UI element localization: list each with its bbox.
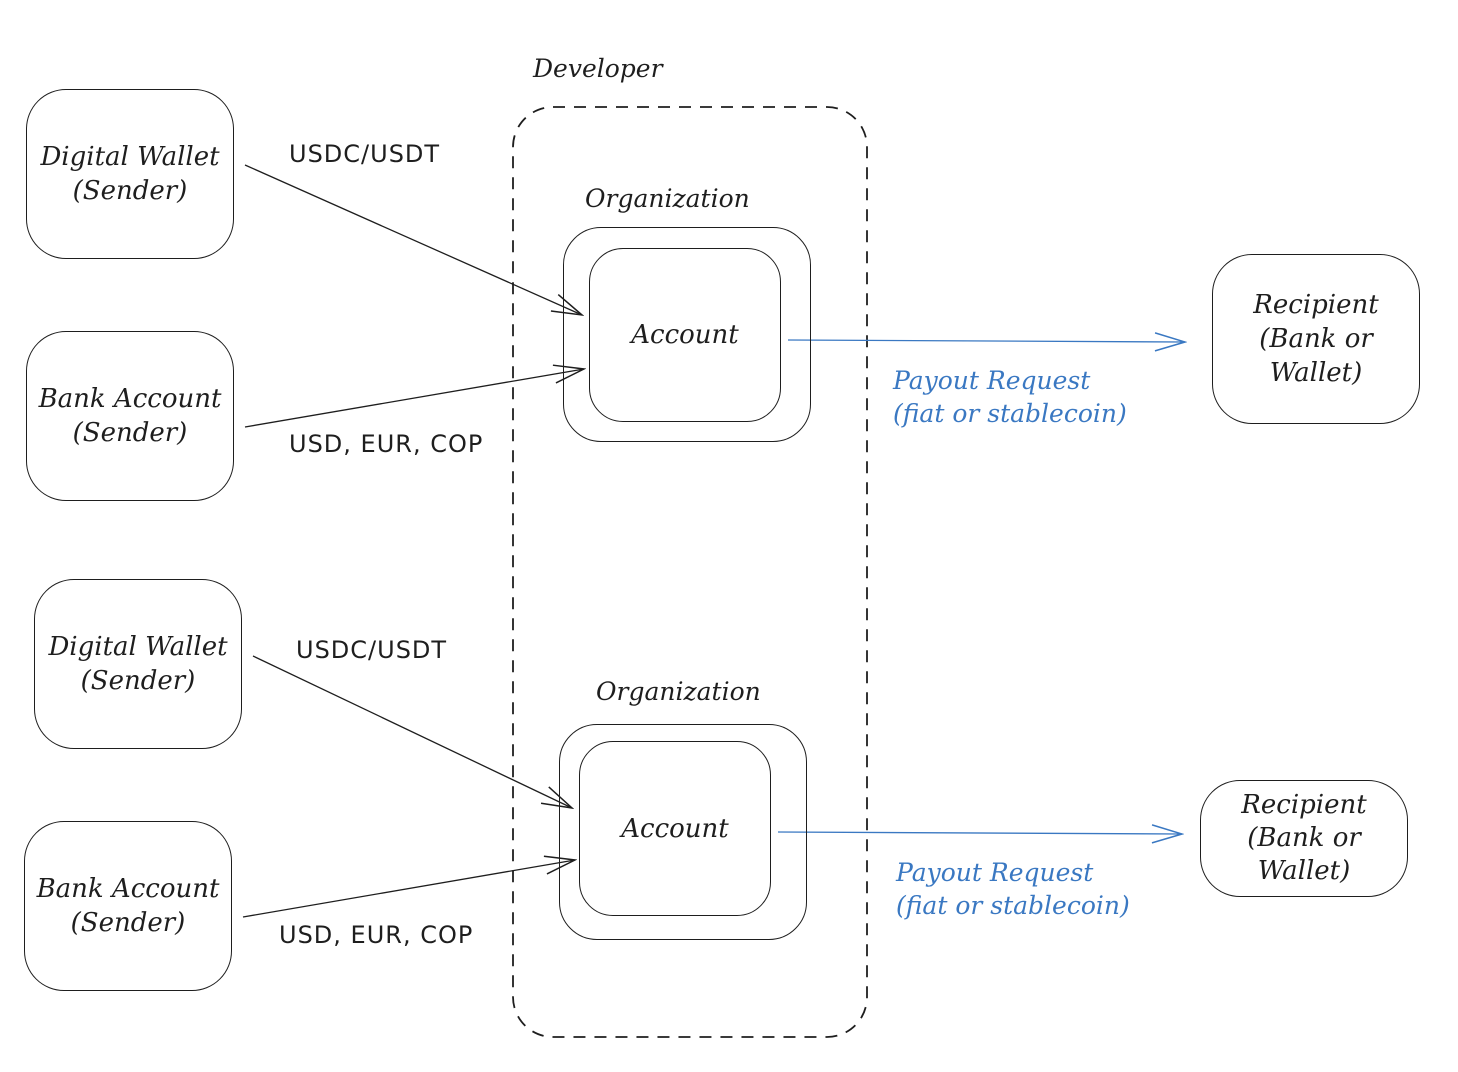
sender-digital-wallet-2: Digital Wallet (Sender) bbox=[34, 579, 242, 749]
sender-bank-account-2: Bank Account (Sender) bbox=[24, 821, 232, 991]
recipient-title: Recipient bbox=[1253, 290, 1379, 320]
flow-label-fiat-2: USD, EUR, COP bbox=[279, 921, 474, 949]
account-label: Account bbox=[621, 813, 729, 844]
sender-title: Bank Account bbox=[36, 874, 220, 904]
sender-title: Bank Account bbox=[38, 384, 222, 414]
payout-title: Payout Request bbox=[896, 858, 1094, 887]
organization-label-2: Organization bbox=[596, 677, 761, 706]
developer-label: Developer bbox=[533, 54, 663, 83]
sender-title: Digital Wallet bbox=[48, 632, 228, 662]
sender-role: (Sender) bbox=[72, 176, 188, 206]
recipient-box-1: Recipient (Bank or Wallet) bbox=[1212, 254, 1420, 424]
sender-digital-wallet-1: Digital Wallet (Sender) bbox=[26, 89, 234, 259]
flow-label-crypto-2: USDC/USDT bbox=[296, 636, 448, 664]
account-box-2: Account bbox=[579, 741, 771, 916]
organization-label-1: Organization bbox=[585, 184, 750, 213]
recipient-type: (Bank or bbox=[1259, 324, 1373, 354]
recipient-title: Recipient bbox=[1241, 790, 1367, 820]
payout-title: Payout Request bbox=[893, 366, 1091, 395]
recipient-type-cont: Wallet) bbox=[1269, 358, 1363, 388]
account-box-1: Account bbox=[589, 248, 781, 422]
arrow-payout-2 bbox=[777, 832, 1182, 834]
payout-request-label-2: Payout Request (fiat or stablecoin) bbox=[896, 856, 1130, 922]
flow-label-fiat-1: USD, EUR, COP bbox=[289, 430, 484, 458]
arrow-bank-to-account-1 bbox=[244, 369, 584, 428]
sender-title: Digital Wallet bbox=[40, 142, 220, 172]
organization-box-1 bbox=[563, 227, 811, 442]
recipient-type-cont: Wallet) bbox=[1257, 856, 1351, 886]
sender-role: (Sender) bbox=[70, 908, 186, 938]
arrow-wallet-to-account-1 bbox=[244, 164, 582, 315]
sender-role: (Sender) bbox=[72, 418, 188, 448]
arrow-wallet-to-account-2 bbox=[252, 655, 572, 808]
flow-label-crypto-1: USDC/USDT bbox=[289, 140, 441, 168]
developer-boundary bbox=[512, 106, 868, 1038]
organization-box-2 bbox=[559, 724, 807, 940]
recipient-type: (Bank or bbox=[1247, 823, 1361, 853]
sender-role: (Sender) bbox=[80, 666, 196, 696]
arrow-payout-1 bbox=[787, 340, 1185, 342]
payout-subtitle: (fiat or stablecoin) bbox=[893, 399, 1127, 428]
payout-request-label-1: Payout Request (fiat or stablecoin) bbox=[893, 364, 1127, 430]
recipient-box-2: Recipient (Bank or Wallet) bbox=[1200, 780, 1408, 897]
sender-bank-account-1: Bank Account (Sender) bbox=[26, 331, 234, 501]
arrow-bank-to-account-2 bbox=[242, 860, 575, 918]
account-label: Account bbox=[631, 320, 739, 350]
payout-subtitle: (fiat or stablecoin) bbox=[896, 891, 1130, 920]
